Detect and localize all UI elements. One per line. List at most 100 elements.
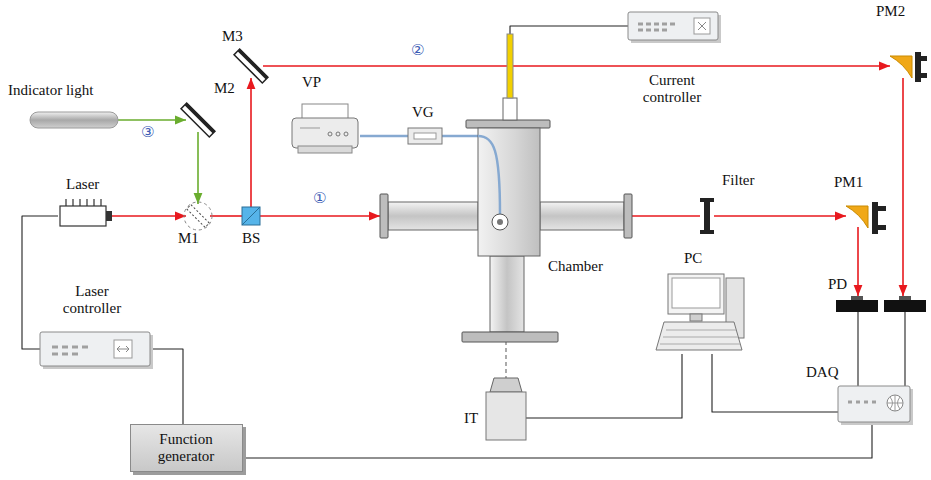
monitor-screen	[672, 278, 720, 308]
device-box	[838, 386, 910, 422]
filter-tab	[700, 198, 714, 202]
connector-group	[22, 26, 905, 458]
laser-driver-box: Laser controller	[40, 332, 150, 366]
device-display	[114, 340, 132, 358]
keyboard	[656, 322, 742, 350]
laser-body	[60, 206, 106, 226]
component-label: IT	[464, 410, 478, 427]
chamber-cube	[478, 128, 540, 256]
filter-tab	[700, 230, 714, 234]
signal-wire	[243, 422, 872, 458]
camera-lens	[490, 378, 522, 392]
detector-body	[836, 300, 878, 312]
device-display	[694, 18, 710, 34]
light-source-body	[30, 112, 118, 128]
light-source: Indicator light	[30, 112, 118, 128]
detector-window	[851, 296, 863, 300]
device-globe	[887, 395, 903, 411]
callout-number: ③	[140, 124, 155, 141]
device-buttons	[638, 24, 675, 30]
component-label: Laser controller	[46, 283, 138, 317]
monitor-frame	[668, 274, 724, 314]
laser-source: Laser	[58, 204, 112, 228]
mirror-holder	[921, 73, 927, 78]
rotation-arc	[184, 202, 212, 230]
mirror-surface	[185, 103, 215, 133]
mirror-holder	[915, 52, 921, 82]
signal-wire	[904, 312, 905, 386]
component-label: BS	[242, 230, 260, 247]
feedthrough	[503, 98, 517, 120]
parabolic-surface	[846, 206, 868, 228]
component-label: VP	[302, 74, 321, 91]
camera: IT	[486, 378, 526, 440]
laser-fins	[66, 199, 101, 206]
component-label: VG	[412, 104, 434, 121]
box-label: Function generator	[145, 431, 227, 465]
device-box	[628, 12, 718, 40]
chamber-flange	[466, 120, 550, 128]
mirror-surface	[238, 49, 268, 79]
beam-splitter: BS	[242, 207, 260, 225]
mirror-symbol	[181, 103, 215, 137]
laser-beam	[112, 215, 186, 217]
detector-window	[899, 296, 911, 300]
laser-aperture	[106, 211, 112, 221]
parabolic-surface	[890, 56, 912, 78]
beam-splitter-diagonal	[242, 207, 260, 225]
component-label: Indicator light	[8, 82, 93, 99]
chamber-flange	[380, 194, 388, 238]
flip-mirror-symbol	[184, 202, 212, 230]
monitor-stand	[690, 314, 702, 321]
pump-knob	[328, 132, 332, 136]
device-box	[40, 332, 150, 366]
vacuum-gauge: VG	[408, 128, 442, 144]
signal-wire	[712, 354, 838, 412]
signal-source-box: Function generator	[130, 424, 243, 472]
mirror-symbol	[234, 49, 268, 83]
laser-beam	[857, 227, 859, 296]
chamber-tube	[490, 256, 524, 332]
device-buttons	[848, 401, 876, 404]
component-label: M1	[178, 230, 199, 247]
keyboard-keys	[660, 330, 740, 344]
sample-port	[492, 214, 508, 230]
signal-wire	[526, 354, 682, 418]
component-label: PM2	[876, 3, 905, 20]
chamber-tube	[540, 202, 624, 230]
pump-base	[298, 146, 352, 153]
signal-wire	[22, 216, 58, 349]
device-symbol	[698, 22, 706, 30]
chamber-tube	[388, 202, 478, 230]
laser-beam	[902, 78, 904, 296]
mirror: M2	[186, 108, 210, 132]
component-label: PD	[828, 276, 847, 293]
beam-splitter-cube	[242, 207, 260, 225]
laser-beam	[263, 65, 890, 67]
optical-filter: Filter	[700, 198, 714, 234]
component-label: Chamber	[548, 258, 603, 275]
laser-beam	[632, 215, 700, 217]
mirror-holder	[921, 56, 927, 61]
indicator-beam	[197, 132, 199, 204]
signal-wire	[857, 312, 858, 386]
device-globe-lines	[887, 395, 903, 411]
signal-wire	[150, 349, 183, 424]
sample-dot	[497, 219, 503, 225]
camera-body	[486, 392, 526, 440]
callout-number: ②	[410, 42, 425, 59]
chamber-flange	[624, 194, 632, 238]
mirror-holder	[872, 202, 878, 234]
detector-body	[884, 300, 926, 312]
computer: PC	[656, 272, 746, 354]
laser-beam	[250, 78, 252, 207]
parabolic-mirror: PM1	[846, 205, 870, 227]
laser-beam	[260, 215, 380, 217]
component-label: PM1	[834, 174, 863, 191]
mirror-holder	[878, 225, 886, 230]
pump-knob	[336, 132, 340, 136]
component-label: DAQ	[806, 364, 839, 381]
